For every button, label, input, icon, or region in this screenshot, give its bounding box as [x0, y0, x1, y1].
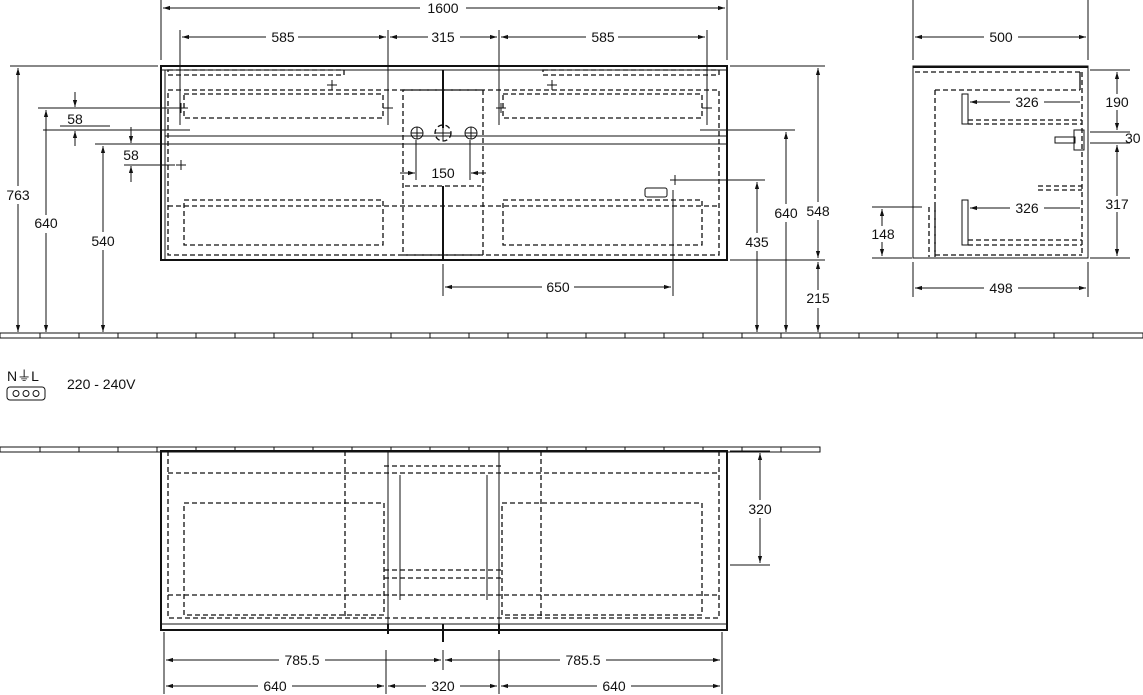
dim-section-middle: 320: [431, 678, 455, 694]
dim-height-317: 317: [1105, 196, 1129, 212]
plan-view-cabinet: 320 785.5 785.5 640 320 640: [160, 450, 777, 694]
dim-section-right: 640: [602, 678, 626, 694]
power-info: N⏚L 220 - 240V: [6, 368, 136, 401]
power-socket-icon: [6, 386, 46, 401]
dim-socket-offset: 650: [546, 279, 570, 295]
side-view-cabinet: 500 498 326 326 190 30 317 148: [868, 0, 1141, 297]
dim-height-190: 190: [1105, 94, 1129, 110]
dim-half-left: 785.5: [284, 652, 319, 668]
dim-height-640-right: 640: [774, 205, 798, 221]
dim-depth-bottom: 498: [989, 280, 1013, 296]
dim-depth-top: 500: [989, 29, 1013, 45]
dim-height-540: 540: [91, 233, 115, 249]
dim-height-total: 763: [6, 187, 30, 203]
voltage-label: 220 - 240V: [67, 376, 136, 392]
front-view-cabinet: [160, 65, 728, 261]
front-dimensions: 1600 585 315 585 763 640 540 58 58 150 5…: [2, 0, 836, 332]
dim-tap-spacing: 150: [431, 165, 455, 181]
power-symbol-label: N⏚L: [7, 368, 39, 384]
dim-floor-clearance: 215: [806, 290, 830, 306]
dim-socket-height: 435: [745, 234, 769, 250]
dim-drawer-depth-lower: 326: [1015, 200, 1039, 216]
dim-height-640-left: 640: [34, 215, 58, 231]
dim-width-middle: 315: [431, 29, 455, 45]
dim-offset-58-lower: 58: [123, 147, 139, 163]
dim-section-left: 640: [263, 678, 287, 694]
dim-half-right: 785.5: [565, 652, 600, 668]
dim-drawer-depth-upper: 326: [1015, 94, 1039, 110]
dim-plan-depth: 320: [748, 501, 772, 517]
dim-width-right: 585: [591, 29, 615, 45]
dim-cabinet-height: 548: [806, 203, 830, 219]
dim-height-148: 148: [871, 226, 895, 242]
dim-offset-58-upper: 58: [67, 111, 83, 127]
socket-icon: [644, 187, 668, 198]
dim-width-left: 585: [271, 29, 295, 45]
dim-height-30: 30: [1125, 130, 1141, 146]
floor-line-top: [0, 332, 1143, 339]
dim-width-total: 1600: [427, 0, 458, 16]
